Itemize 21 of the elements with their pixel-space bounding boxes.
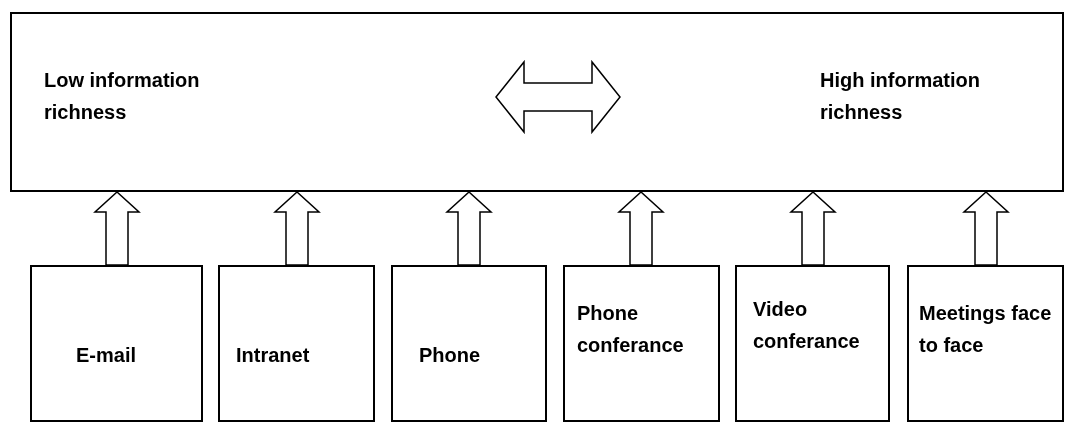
channel-label: Video conferance — [753, 297, 861, 354]
block-arrow — [93, 191, 141, 266]
scale-box — [10, 12, 1064, 192]
scale-label: High information richness — [820, 68, 981, 125]
channel-box — [563, 265, 720, 422]
channel-label: Intranet — [236, 343, 311, 368]
block-arrow — [273, 191, 321, 266]
channel-label: E-mail — [76, 343, 138, 368]
channel-box — [30, 265, 203, 422]
scale-label: Low information richness — [44, 68, 201, 125]
channel-label: Phone conferance — [577, 301, 685, 358]
channel-box — [735, 265, 890, 422]
channel-box — [218, 265, 375, 422]
channel-box — [907, 265, 1064, 422]
block-arrow — [617, 191, 665, 266]
block-arrow — [789, 191, 837, 266]
channel-label: Phone — [419, 343, 482, 368]
block-arrow — [445, 191, 493, 266]
channel-box — [391, 265, 547, 422]
block-arrow — [962, 191, 1010, 266]
channel-label: Meetings face to face — [919, 301, 1053, 358]
